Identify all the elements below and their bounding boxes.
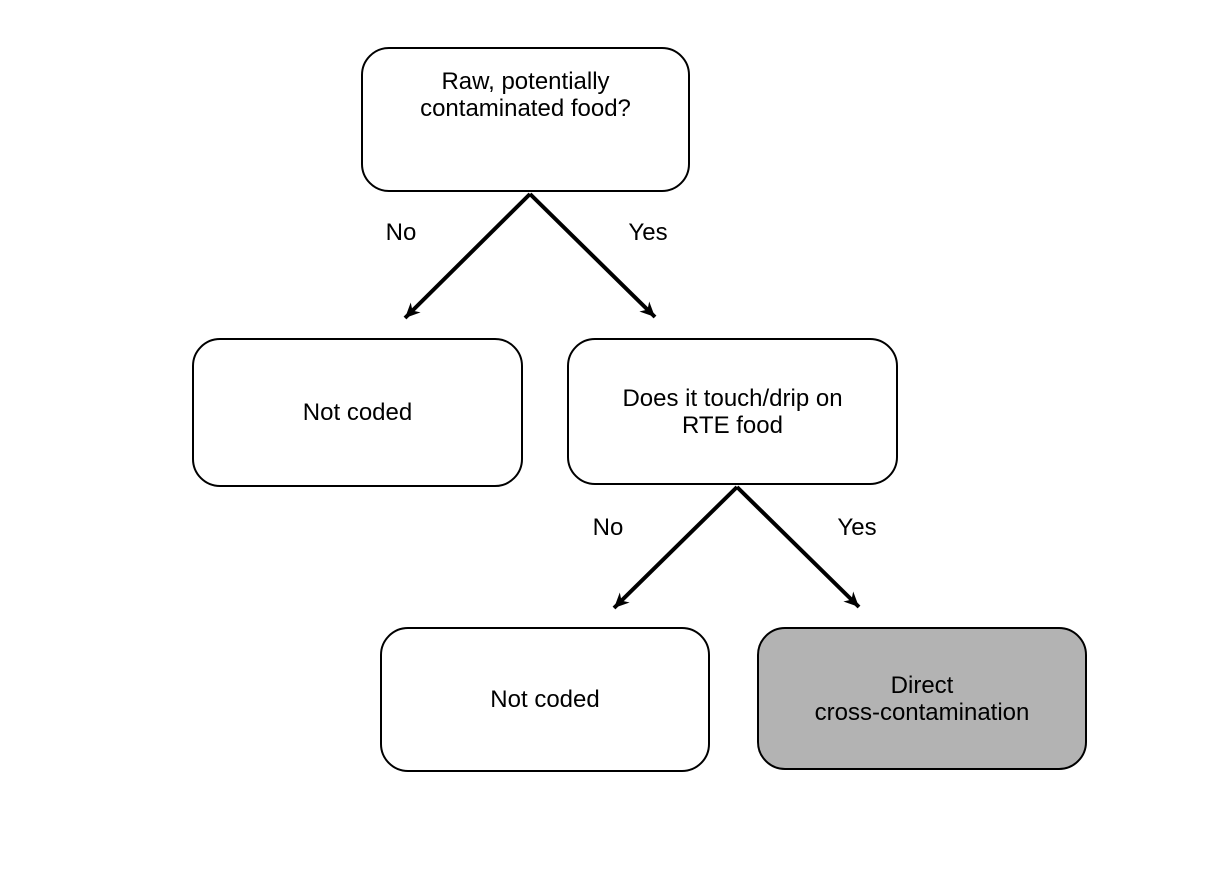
edge-label-rte-yes: Yes (837, 514, 877, 541)
node-not-coded-2: Not coded (380, 627, 710, 772)
node-rte-question: Does it touch/drip on RTE food (567, 338, 898, 485)
node-direct-cross-contamination: Direct cross-contamination (757, 627, 1087, 770)
edge-label-root-yes: Yes (628, 219, 668, 246)
node-root-question-label: Raw, potentially contaminated food? (420, 68, 631, 122)
node-not-coded-1: Not coded (192, 338, 523, 487)
edge-label-root-no: No (385, 219, 417, 246)
edge-rte-no-arrow (612, 485, 739, 610)
node-direct-cross-contamination-label: Direct cross-contamination (814, 671, 1030, 726)
node-rte-question-label: Does it touch/drip on RTE food (622, 384, 843, 439)
node-root-question: Raw, potentially contaminated food? (361, 47, 690, 192)
edge-root-yes-arrow (528, 192, 657, 319)
node-not-coded-2-label: Not coded (490, 686, 600, 713)
edge-root-no-arrow (403, 192, 532, 320)
node-not-coded-1-label: Not coded (302, 399, 413, 426)
edge-label-rte-no: No (592, 514, 624, 541)
edge-rte-yes-arrow (735, 485, 861, 609)
